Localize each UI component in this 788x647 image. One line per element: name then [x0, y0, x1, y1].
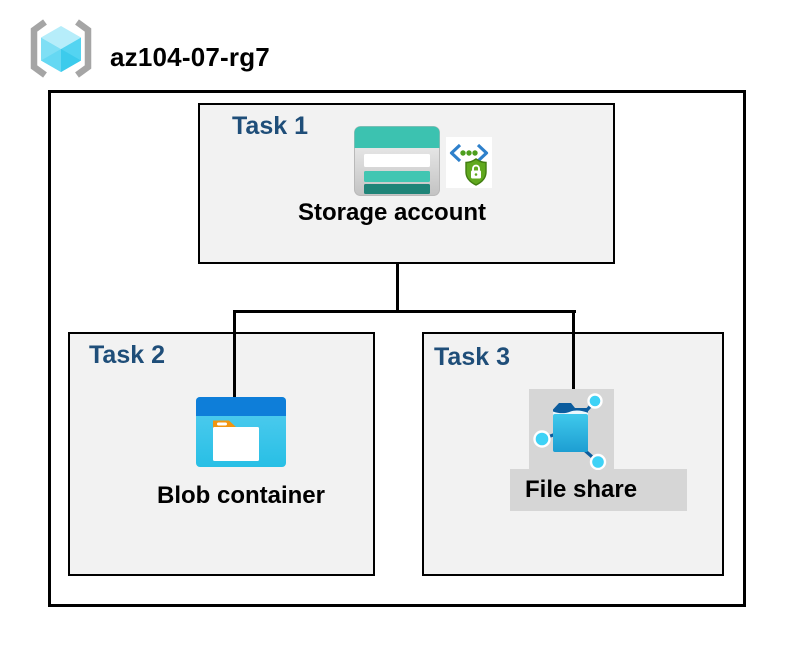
- blob-container-label: Blob container: [156, 482, 325, 509]
- storage-account-icon: [354, 126, 440, 196]
- connector-fileshare-drop: [572, 310, 575, 391]
- resource-group-icon: [30, 19, 92, 78]
- task-1-label: Task 1: [232, 112, 308, 140]
- task-2-label: Task 2: [89, 341, 165, 369]
- connector-storage-stem: [396, 263, 399, 312]
- resource-group-name: az104-07-rg7: [110, 42, 270, 72]
- secured-endpoint-icon: [446, 137, 492, 188]
- connector-blob-drop: [233, 310, 236, 398]
- file-share-label: File share: [525, 476, 638, 503]
- file-share-label-highlight: File share: [510, 469, 687, 511]
- blob-container-icon: [196, 397, 286, 467]
- file-share-icon: [533, 393, 607, 470]
- connector-branch: [233, 310, 576, 313]
- task-3-label: Task 3: [434, 343, 510, 371]
- storage-account-label: Storage account: [297, 199, 487, 226]
